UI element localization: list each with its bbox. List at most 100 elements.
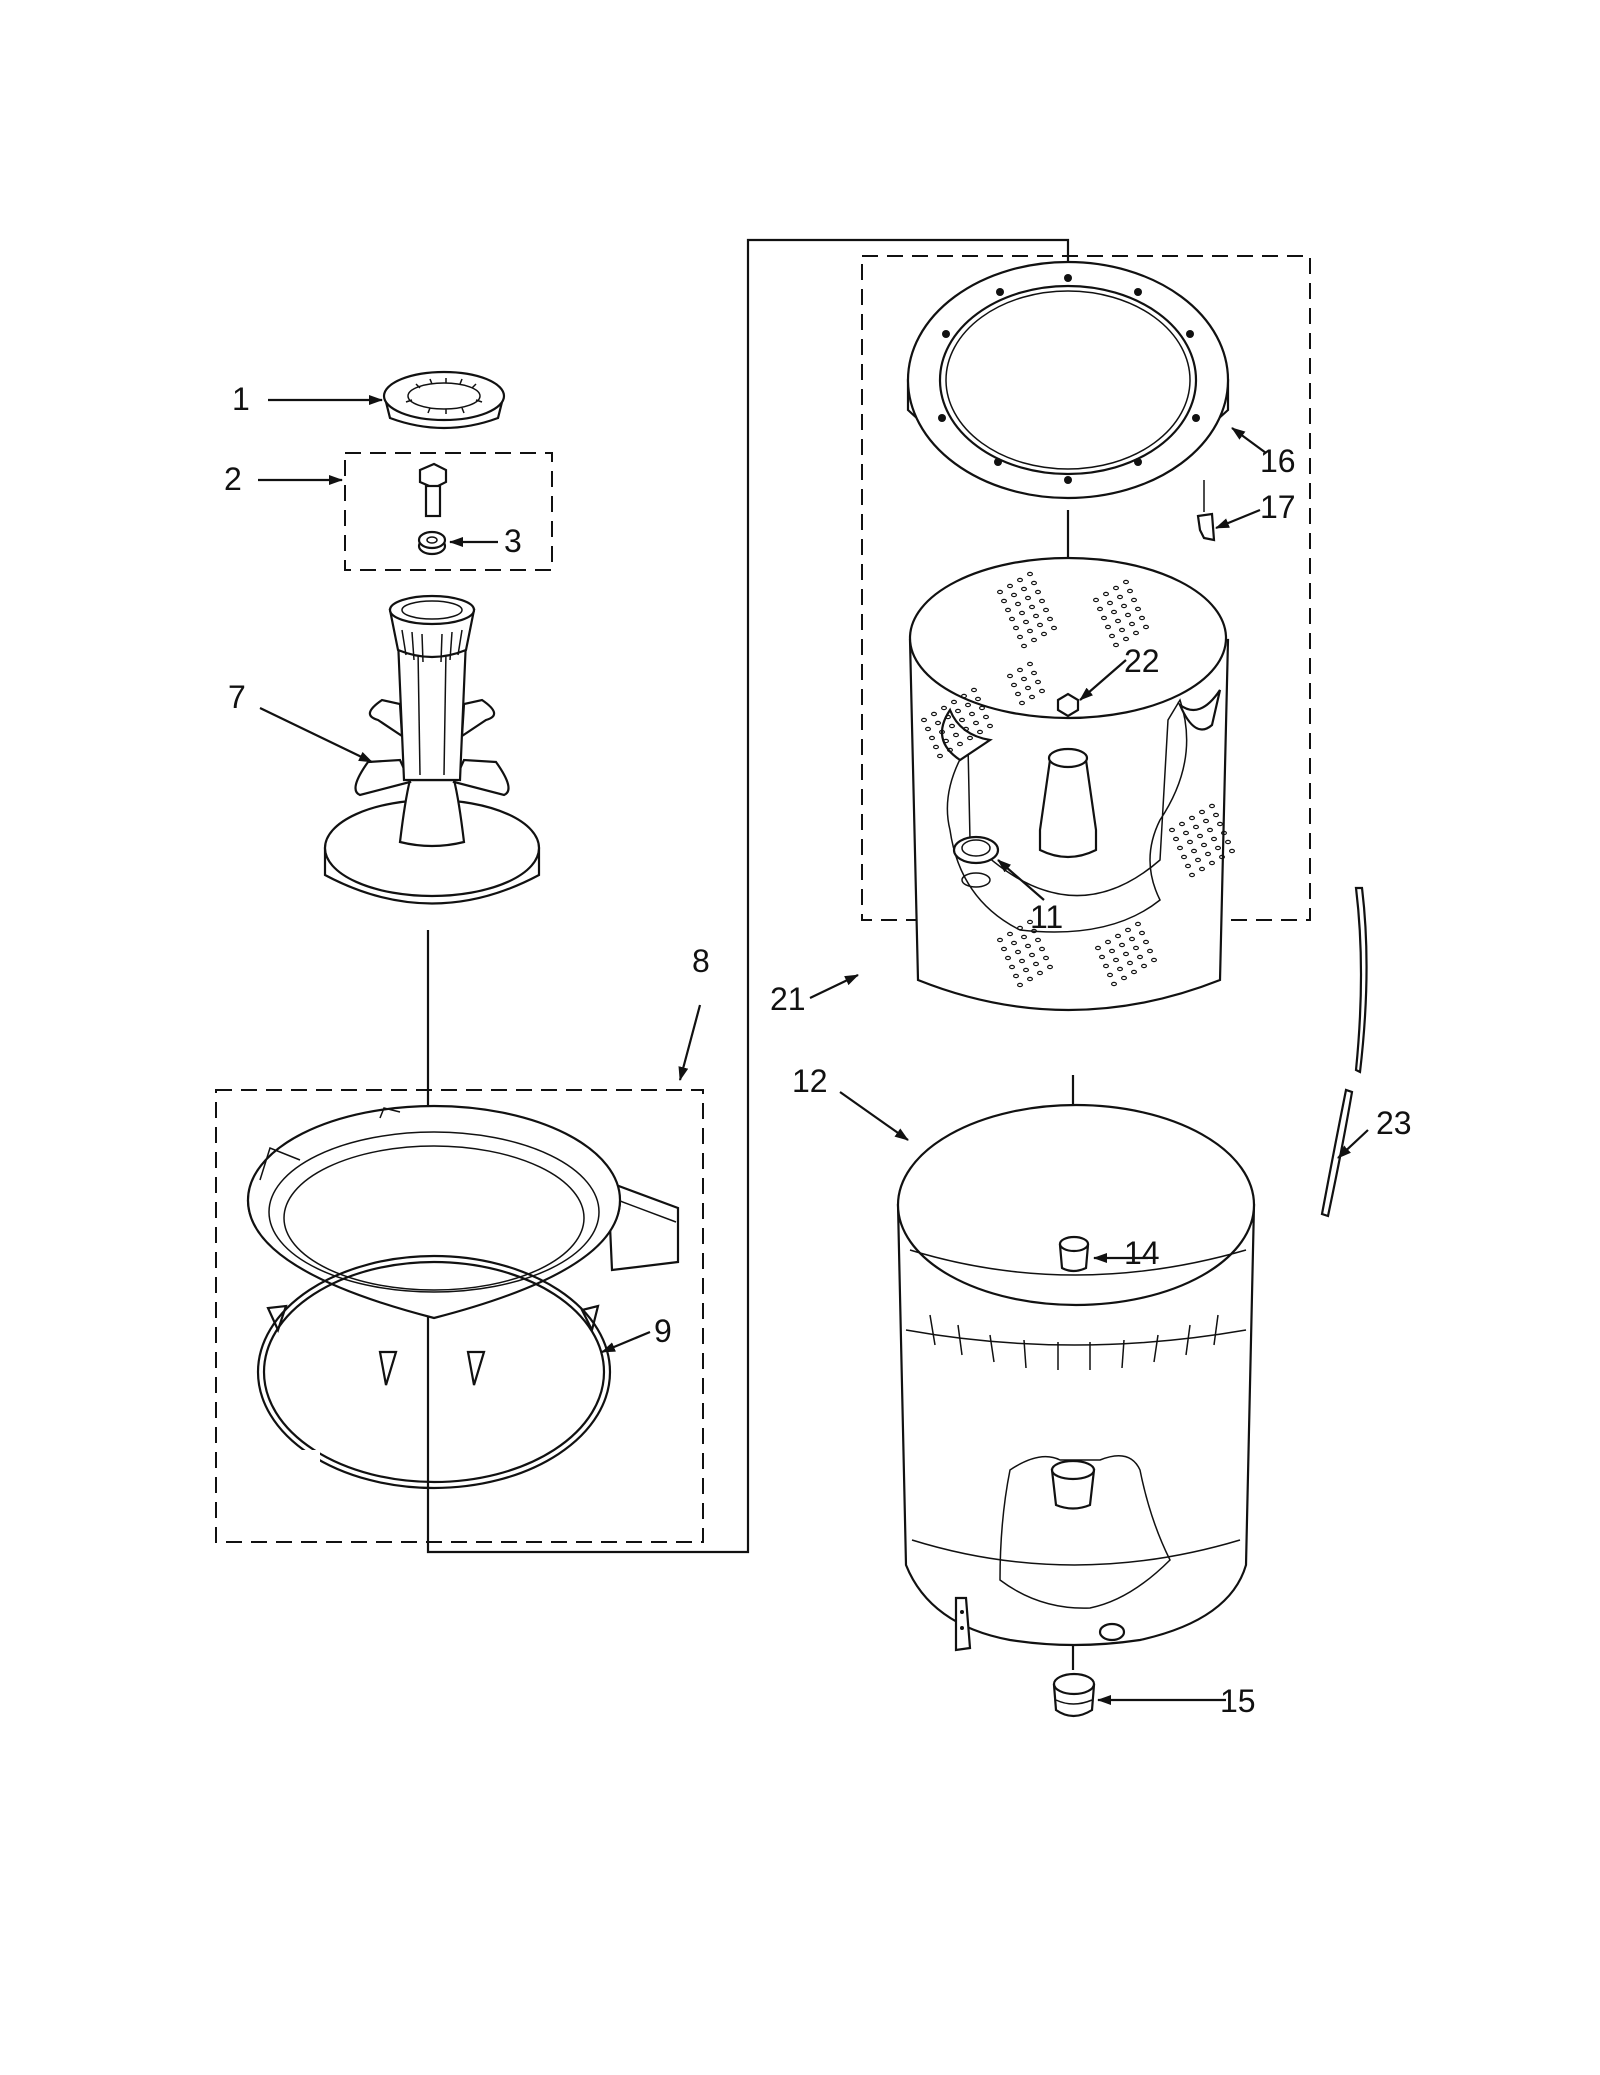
perforation-hole [1028,952,1035,958]
callout-7: 7 [228,679,246,715]
part-1-cap [382,370,506,430]
perforation-hole [1142,624,1149,630]
group-box-8 [215,1089,704,1543]
perforation-hole [1116,966,1123,972]
perforation-hole [1116,594,1123,600]
perforation-hole [938,729,945,735]
perforation-hole [1112,957,1119,963]
perforation-hole [1036,622,1043,628]
perforation-hole [924,726,931,732]
perforation-hole [986,723,993,729]
part-15-drain-plug [1052,1672,1096,1718]
perforation-hole [1096,606,1103,612]
perforation-hole [1020,643,1027,649]
perforation-hole [1108,948,1115,954]
part-14-nut [1058,1235,1090,1273]
perforation-hole [1126,960,1133,966]
perforation-hole [1202,818,1209,824]
perforation-hole [1128,621,1135,627]
perforation-hole [1228,848,1235,854]
perforation-hole [1110,981,1117,987]
callout-3: 3 [504,523,522,559]
part-23-hose [1320,886,1368,1218]
perforation-hole [1020,934,1027,940]
perforation-hole [1000,946,1007,952]
perforation-hole [1024,943,1031,949]
perforation-hole [1004,607,1011,613]
perforation-hole [1030,670,1037,676]
perforation-hole [1124,927,1131,933]
perforation-hole [996,937,1003,943]
perforation-hole [956,741,963,747]
perforation-hole [1024,595,1031,601]
perforation-hole [1132,945,1139,951]
perforation-hole [964,702,971,708]
perforation-hole [1128,936,1135,942]
perforation-hole [1146,948,1153,954]
perforation-hole [1040,631,1047,637]
perforation-hole [1182,830,1189,836]
perforation-hole [1010,592,1017,598]
perforation-hole [1016,982,1023,988]
perforation-hole [1008,616,1015,622]
callout-labels: 1 2 3 7 8 9 11 12 14 15 16 17 21 22 23 [224,381,1412,1719]
perforation-hole [1180,854,1187,860]
perforation-hole [1130,597,1137,603]
perforation-hole [1204,851,1211,857]
perforation-hole [1042,955,1049,961]
part-17-clip [1196,480,1216,542]
callout-9: 9 [654,1313,672,1349]
perforation-hole [1094,945,1101,951]
perforation-hole [1214,845,1221,851]
perforation-hole [1018,958,1025,964]
perforation-hole [1016,577,1023,583]
perforation-hole [1118,627,1125,633]
perforation-hole [1050,625,1057,631]
callout-leaders [258,395,1369,1705]
perforation-hole [1022,967,1029,973]
perforation-hole [1114,933,1121,939]
perforation-hole [942,738,949,744]
perforation-hole [934,720,941,726]
perforation-hole [1026,919,1033,925]
perforation-hole [1020,586,1027,592]
perforation-hole [1104,624,1111,630]
perforation-hole [1106,972,1113,978]
perforation-hole [1026,976,1033,982]
perforation-hole [1110,609,1117,615]
perforation-hole [1022,619,1029,625]
perforation-hole [1118,942,1125,948]
perforation-hole [1030,928,1037,934]
perforation-hole [1218,854,1225,860]
perforation-hole [1010,940,1017,946]
perforation-hole [1018,700,1025,706]
perforation-hole [1028,694,1035,700]
perforation-hole [1038,946,1045,952]
perforation-hole [974,696,981,702]
part-7-agitator [323,594,541,905]
perforation-hole [1150,957,1157,963]
part-3-washer [417,530,447,556]
perforation-hole [1036,970,1043,976]
perforation-hole [946,747,953,753]
callout-22: 22 [1124,643,1160,679]
perforation-hole [968,711,975,717]
perforation-hole [950,699,957,705]
perforation-hole [1026,571,1033,577]
perforation-hole [996,589,1003,595]
perforation-hole [976,729,983,735]
perforation-hole [958,717,965,723]
perforation-hole [1024,685,1031,691]
perforation-hole [1188,872,1195,878]
perforation-hole [1188,815,1195,821]
perforation-hole [1032,961,1039,967]
callout-1: 1 [232,381,250,417]
perforation-hole [932,744,939,750]
perforation-hole [1032,613,1039,619]
perforation-hole [1034,937,1041,943]
perforation-hole [1000,598,1007,604]
perforation-hole [1108,633,1115,639]
basket-perforations [920,571,1235,988]
callout-2: 2 [224,461,242,497]
perforation-hole [1122,636,1129,642]
